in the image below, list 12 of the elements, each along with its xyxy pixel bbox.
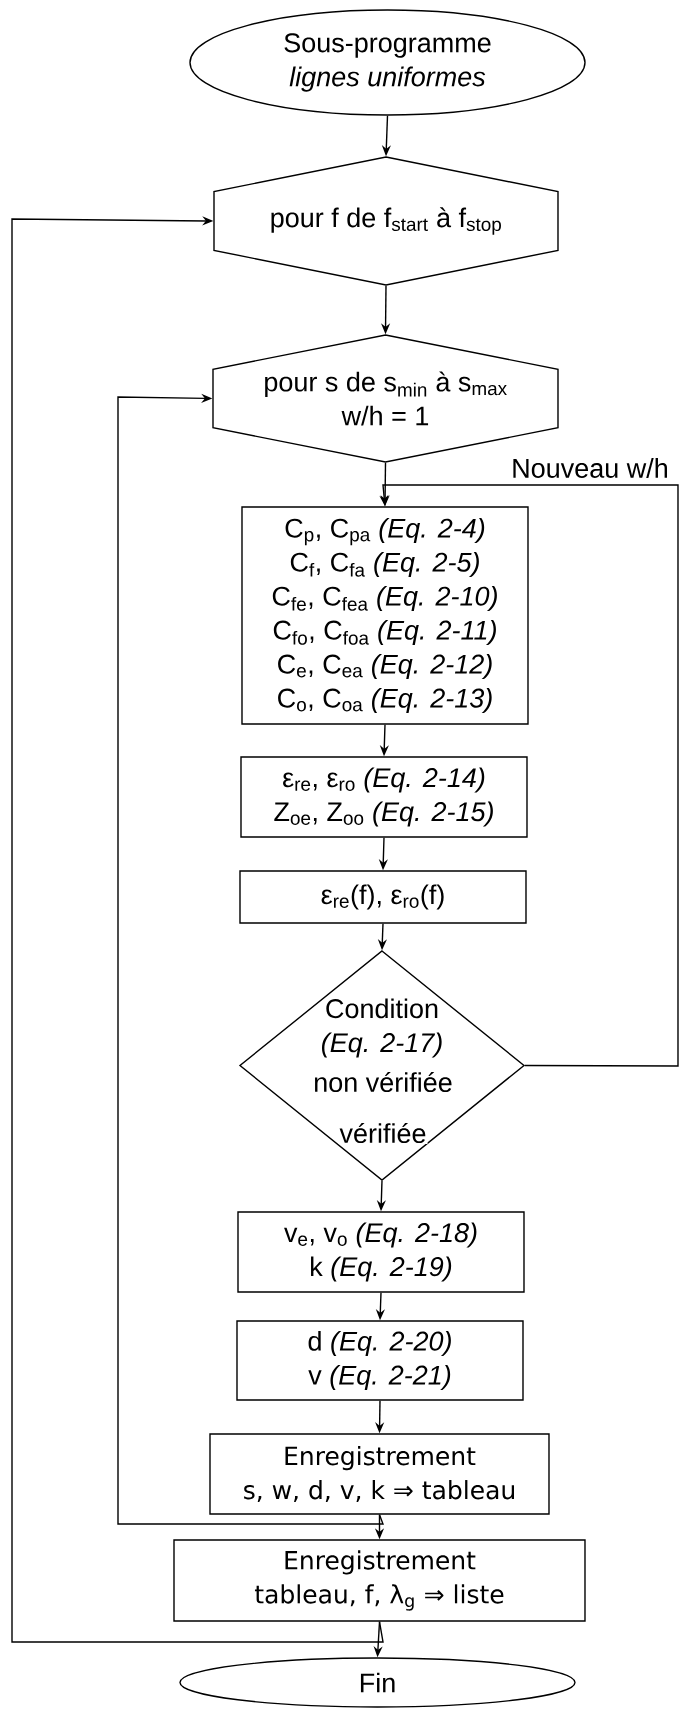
process-box: v$_{e}$, v$_{o}$ (Eq. 2-18) k (Eq. 2-19) (237, 1211, 525, 1293)
process-box: ε$_{re}$, ε$_{ro}$ (Eq. 2-14) Z$_{oe}$, Z$_{oo}$ (Eq. 2-15) (240, 756, 528, 838)
edge-label: vérifiée (338, 1121, 428, 1145)
process-box: ε$_{re}$(f), ε$_{ro}$(f) (239, 870, 527, 924)
process-box: d (Eq. 2-20) v (Eq. 2-21) (236, 1320, 524, 1401)
arrow (117, 393, 384, 1525)
edge-label: non vérifiée (312, 1070, 454, 1094)
process-box: Enregistrement tableau, f, λ$_{g}$ ⇒ liste (173, 1539, 586, 1622)
loop-hexagon: pour f de f$_{start}$ à f$_{stop}$ (213, 156, 559, 286)
arrow (11, 216, 384, 1643)
process-box: Enregistrement s, w, d, v, k ⇒ tableau (209, 1433, 550, 1515)
process-box: C$_{p}$, C$_{pa}$ (Eq. 2-4) C$_{f}$, C$_{fa}$ (Eq. 2-5) C$_{fe}$, C$_{fea}$ (Eq. 2-10) C$_{fo}$, C$_{foa}$ (Eq. 2-11) C$_{e}$, C$_{ea}$ (Eq. 2-12) C$_{o}$, C$_{oa}$ (Eq. 2-13) (241, 506, 529, 725)
